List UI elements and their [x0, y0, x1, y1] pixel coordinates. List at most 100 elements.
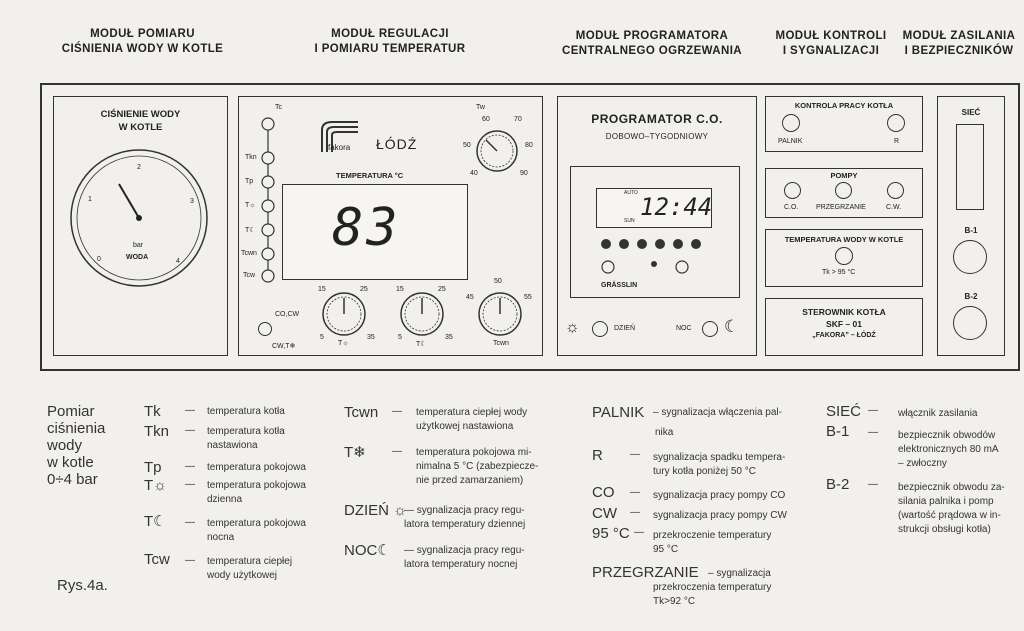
legend-desc-line: – sygnalizacja — [708, 568, 771, 579]
legend-symbol: CO — [592, 484, 615, 501]
programmer-timer-box — [570, 166, 740, 298]
header-line: MODUŁ POMIARU — [90, 28, 195, 40]
indicator-label: Tkn — [245, 154, 257, 161]
legend-desc-line: użytkowej nastawiona — [416, 421, 514, 432]
legend-desc-line: latora temperatury dziennej — [404, 519, 526, 530]
legend-desc-line: silania palnika i pomp — [898, 496, 994, 507]
legend-symbol: B-2 — [826, 476, 850, 493]
tw-knob[interactable] — [474, 128, 520, 174]
overheat-label: PRZEGRZANIE — [816, 204, 866, 211]
controller-line: SKF – 01 — [826, 319, 862, 329]
night-label: NOC — [676, 325, 692, 332]
gauge-label: 3 — [190, 198, 194, 205]
water-temp-box — [765, 229, 923, 287]
legend-pressure-line: wody — [47, 437, 83, 454]
pump-cw-label: C.W. — [886, 204, 902, 211]
fuse-b1-label: B-1 — [964, 226, 978, 235]
indicator-tkn — [261, 151, 275, 165]
legend-desc: temperatura kotła — [207, 405, 285, 419]
indicator-label: Tp — [245, 178, 254, 185]
legend-desc-line: (wartość prądowa w in- — [898, 510, 1001, 521]
header-pressure-module: MODUŁ POMIARU CIŚNIENIA WODY W KOTLE — [50, 27, 235, 57]
legend-desc-line: sygnalizacja pracy pompy CO — [653, 490, 786, 501]
pump-co-indicator — [784, 182, 801, 199]
legend-dash: — — [185, 405, 195, 416]
gauge-pivot — [136, 215, 142, 221]
knob-night-temp[interactable] — [398, 290, 446, 338]
header-line: I BEZPIECZNIKÓW — [904, 45, 1014, 57]
legend-desc-line: Tk>92 °C — [653, 596, 696, 607]
indicator-column — [261, 117, 275, 283]
legend-desc-line: sygnalizacja spadku tempera- — [653, 452, 786, 463]
legend-desc: temperatura pokojowa — [207, 461, 306, 475]
legend-dash: — — [185, 425, 195, 436]
programmer-subtitle: DOBOWO–TYGODNIOWY — [605, 132, 709, 141]
tw-knob-label: Tw — [476, 104, 485, 111]
temperature-value: 83 — [332, 198, 401, 258]
knob-scale: 35 — [367, 334, 375, 341]
legend-desc: – sygnalizacja włączenia pal- nika — [653, 406, 782, 440]
indicator-tnight — [261, 223, 275, 237]
legend-symbol: T☼ — [144, 477, 167, 494]
regulation-module — [238, 96, 543, 356]
temperature-display — [282, 184, 468, 280]
legend-desc-line: nocna — [207, 532, 235, 543]
burner-indicator — [782, 114, 800, 132]
co-cw-label: CO,CW — [275, 311, 300, 318]
gauge-needle — [118, 183, 140, 219]
programmer-title: PROGRAMATOR C.O. — [591, 112, 723, 126]
fuse-b2[interactable] — [953, 306, 987, 340]
tw-scale: 60 — [482, 116, 490, 123]
figure-caption: Rys.4a. — [57, 577, 108, 594]
legend-desc-line: bezpiecznik obwodu za- — [898, 482, 1005, 493]
power-switch[interactable] — [956, 124, 984, 210]
legend-desc-line: temperatura ciepłej wody — [416, 407, 528, 418]
knob-day-temp[interactable] — [320, 290, 368, 338]
legend-dash: — — [868, 405, 878, 416]
legend-dash: — — [185, 555, 195, 566]
legend-symbol: T☾ — [144, 513, 167, 530]
moon-icon: ☾ — [724, 317, 740, 336]
legend-desc-line: przekroczenie temperatury — [653, 530, 772, 541]
programmer-selectors[interactable] — [598, 256, 710, 278]
knob-scale: 15 — [318, 286, 326, 293]
legend-symbol: Tp — [144, 459, 162, 476]
legend-desc-line: strukcji obsługi kotła) — [898, 524, 991, 535]
temperature-display-label: TEMPERATURA °C — [336, 171, 404, 180]
legend-symbol: T❄ — [344, 444, 366, 461]
knob-hot-water-temp[interactable] — [476, 290, 524, 338]
legend-desc: temperatura ciepłej wody użytkowej nasta… — [416, 406, 527, 434]
legend-dash: — — [630, 487, 640, 498]
knob-name: T☾ — [416, 341, 427, 348]
fuse-b1[interactable] — [953, 240, 987, 274]
legend-dash: — — [868, 427, 878, 438]
tw-scale: 40 — [470, 170, 478, 177]
legend-desc: — sygnalizacja pracy regu- latora temper… — [404, 504, 525, 532]
controller-box — [765, 298, 923, 356]
sun-icon: ☼ — [565, 319, 580, 336]
legend-symbol: 95 °C — [592, 525, 630, 542]
programmer-maker: GRÄSSLIN — [601, 282, 638, 289]
knob-scale: 5 — [320, 334, 324, 341]
legend-desc-line: dzienna — [207, 494, 243, 505]
programmer-buttons[interactable] — [598, 234, 710, 252]
legend-dash: — — [185, 479, 195, 490]
brand-city: ŁÓDŹ — [376, 136, 418, 152]
legend-dash: — — [392, 446, 402, 457]
legend-desc-line: temperatura ciepłej — [207, 556, 293, 567]
legend-dash: — — [630, 449, 640, 460]
legend-dash: — — [392, 406, 402, 417]
legend-desc-line: sygnalizacja pracy pompy CW — [653, 510, 787, 521]
legend-symbol: DZIEŃ ☼ — [344, 502, 407, 519]
legend-desc: temperatura ciepłej wody użytkowej — [207, 555, 292, 583]
knob-name: Tcwn — [493, 340, 509, 347]
legend-symbol: Tk — [144, 403, 161, 420]
legend-desc-line: – sygnalizacja włączenia pal- — [653, 407, 782, 418]
legend-desc-line: latora temperatury nocnej — [404, 559, 518, 570]
legend-symbol: B-1 — [826, 423, 850, 440]
pump-co-label: C.O. — [784, 204, 799, 211]
tw-scale: 80 — [525, 142, 533, 149]
pumps-title: POMPY — [830, 171, 858, 180]
pressure-title: CIŚNIENIE WODY W KOTLE — [68, 108, 213, 134]
controller-line: „FAKORA” – ŁÓDŹ — [812, 332, 876, 339]
